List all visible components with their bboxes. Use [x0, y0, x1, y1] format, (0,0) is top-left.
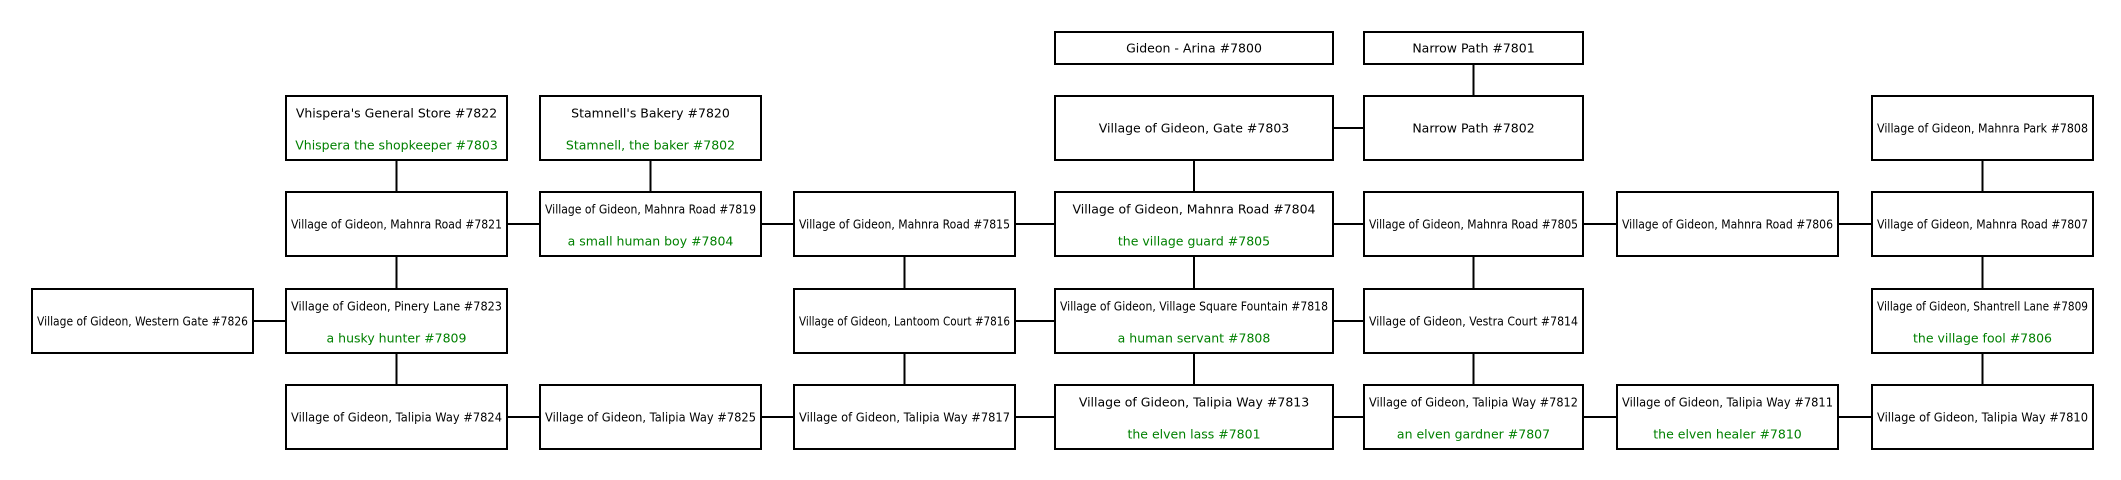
room-node: Village of Gideon, Mahnra Road #7804 the … — [1054, 191, 1334, 257]
room-box — [793, 191, 1016, 257]
room-node: Narrow Path #7802 — [1363, 95, 1584, 161]
room-box — [1054, 191, 1334, 257]
room-node: Village of Gideon, Talipia Way #7813 the … — [1054, 384, 1334, 450]
room-box — [1871, 95, 2094, 161]
room-box — [1363, 31, 1584, 65]
room-node: Village of Gideon, Pinery Lane #7823 a hu… — [285, 288, 508, 354]
room-node: Village of Gideon, Mahnra Road #7815 — [793, 191, 1016, 257]
room-name: Village of Gideon, Mahnra Road #7815 — [799, 217, 1010, 232]
room-box — [31, 288, 254, 354]
room-node: Village of Gideon, Mahnra Road #7806 — [1616, 191, 1839, 257]
room-node: Village of Gideon, Talipia Way #7824 — [285, 384, 508, 450]
room-name: Village of Gideon, Mahnra Road #7806 — [1622, 217, 1833, 232]
room-npc: Stamnell, the baker #7802 — [566, 138, 735, 153]
room-box — [539, 95, 762, 161]
room-name: Village of Gideon, Village Square Founta… — [1060, 299, 1328, 314]
room-box — [1054, 384, 1334, 450]
room-node: Village of Gideon, Western Gate #7826 — [31, 288, 254, 354]
room-box — [1871, 191, 2094, 257]
room-node: Village of Gideon, Vestra Court #7814 — [1363, 288, 1584, 354]
room-name: Village of Gideon, Talipia Way #7811 — [1622, 395, 1833, 410]
room-name: Village of Gideon, Talipia Way #7810 — [1877, 410, 2088, 425]
room-node: Village of Gideon, Talipia Way #7825 — [539, 384, 762, 450]
room-name: Gideon - Arina #7800 — [1126, 41, 1262, 56]
room-box — [793, 384, 1016, 450]
room-name: Village of Gideon, Vestra Court #7814 — [1369, 314, 1578, 329]
room-node: Narrow Path #7801 — [1363, 31, 1584, 65]
room-node: Village of Gideon, Talipia Way #7812 an e… — [1363, 384, 1584, 450]
room-npc: the elven lass #7801 — [1127, 427, 1260, 442]
room-name: Village of Gideon, Mahnra Road #7821 — [291, 217, 502, 232]
room-box — [285, 191, 508, 257]
room-npc: a small human boy #7804 — [568, 234, 734, 249]
room-name: Vhispera's General Store #7822 — [296, 106, 497, 121]
room-node: Village of Gideon, Shantrell Lane #7809 t… — [1871, 288, 2094, 354]
room-name: Village of Gideon, Mahnra Road #7819 — [545, 202, 756, 217]
room-box — [1871, 384, 2094, 450]
room-name: Village of Gideon, Talipia Way #7812 — [1369, 395, 1578, 410]
room-node: Village of Gideon, Gate #7803 — [1054, 95, 1334, 161]
room-box — [1871, 288, 2094, 354]
room-name: Village of Gideon, Mahnra Park #7808 — [1877, 121, 2088, 136]
room-node: Village of Gideon, Talipia Way #7811 the … — [1616, 384, 1839, 450]
room-name: Village of Gideon, Mahnra Road #7804 — [1073, 202, 1316, 217]
room-node: Village of Gideon, Village Square Founta… — [1054, 288, 1334, 354]
room-npc: Vhispera the shopkeeper #7803 — [295, 138, 498, 153]
room-name: Village of Gideon, Mahnra Road #7807 — [1877, 217, 2088, 232]
room-box — [1616, 191, 1839, 257]
room-name: Village of Gideon, Gate #7803 — [1099, 121, 1289, 136]
room-name: Village of Gideon, Talipia Way #7824 — [291, 410, 502, 425]
room-box — [1363, 191, 1584, 257]
room-box — [539, 384, 762, 450]
room-node: Village of Gideon, Mahnra Park #7808 — [1871, 95, 2094, 161]
room-nodes: Gideon - Arina #7800 Narrow Path #7801Vhi… — [31, 31, 2094, 450]
room-name: Village of Gideon, Lantoom Court #7816 — [799, 314, 1010, 329]
room-node: Gideon - Arina #7800 — [1054, 31, 1334, 65]
room-npc: a husky hunter #7809 — [327, 331, 467, 346]
room-node: Village of Gideon, Mahnra Road #7821 — [285, 191, 508, 257]
room-box — [539, 191, 762, 257]
room-npc: the elven healer #7810 — [1653, 427, 1802, 442]
room-box — [1616, 384, 1839, 450]
room-node: Village of Gideon, Lantoom Court #7816 — [793, 288, 1016, 354]
room-name: Village of Gideon, Talipia Way #7813 — [1079, 395, 1309, 410]
room-box — [1363, 288, 1584, 354]
room-name: Village of Gideon, Western Gate #7826 — [37, 314, 248, 329]
room-name: Village of Gideon, Talipia Way #7825 — [545, 410, 756, 425]
room-box — [1054, 31, 1334, 65]
room-npc: a human servant #7808 — [1118, 331, 1271, 346]
room-name: Village of Gideon, Shantrell Lane #7809 — [1877, 299, 2088, 314]
room-name: Stamnell's Bakery #7820 — [571, 106, 730, 121]
room-npc: the village fool #7806 — [1913, 331, 2052, 346]
room-box — [285, 384, 508, 450]
room-box — [285, 95, 508, 161]
room-name: Village of Gideon, Mahnra Road #7805 — [1369, 217, 1578, 232]
room-node: Village of Gideon, Talipia Way #7810 — [1871, 384, 2094, 450]
room-box — [1054, 95, 1334, 161]
room-box — [285, 288, 508, 354]
room-npc: the village guard #7805 — [1118, 234, 1270, 249]
room-name: Village of Gideon, Pinery Lane #7823 — [291, 299, 502, 314]
room-name: Village of Gideon, Talipia Way #7817 — [799, 410, 1010, 425]
room-box — [1363, 95, 1584, 161]
room-node: Village of Gideon, Mahnra Road #7819 a sm… — [539, 191, 762, 257]
room-name: Narrow Path #7801 — [1412, 41, 1534, 56]
room-node: Village of Gideon, Mahnra Road #7807 — [1871, 191, 2094, 257]
room-npc: an elven gardner #7807 — [1397, 427, 1550, 442]
room-box — [1054, 288, 1334, 354]
room-box — [793, 288, 1016, 354]
room-node: Village of Gideon, Talipia Way #7817 — [793, 384, 1016, 450]
room-name: Narrow Path #7802 — [1412, 121, 1534, 136]
room-node: Village of Gideon, Mahnra Road #7805 — [1363, 191, 1584, 257]
room-box — [1363, 384, 1584, 450]
